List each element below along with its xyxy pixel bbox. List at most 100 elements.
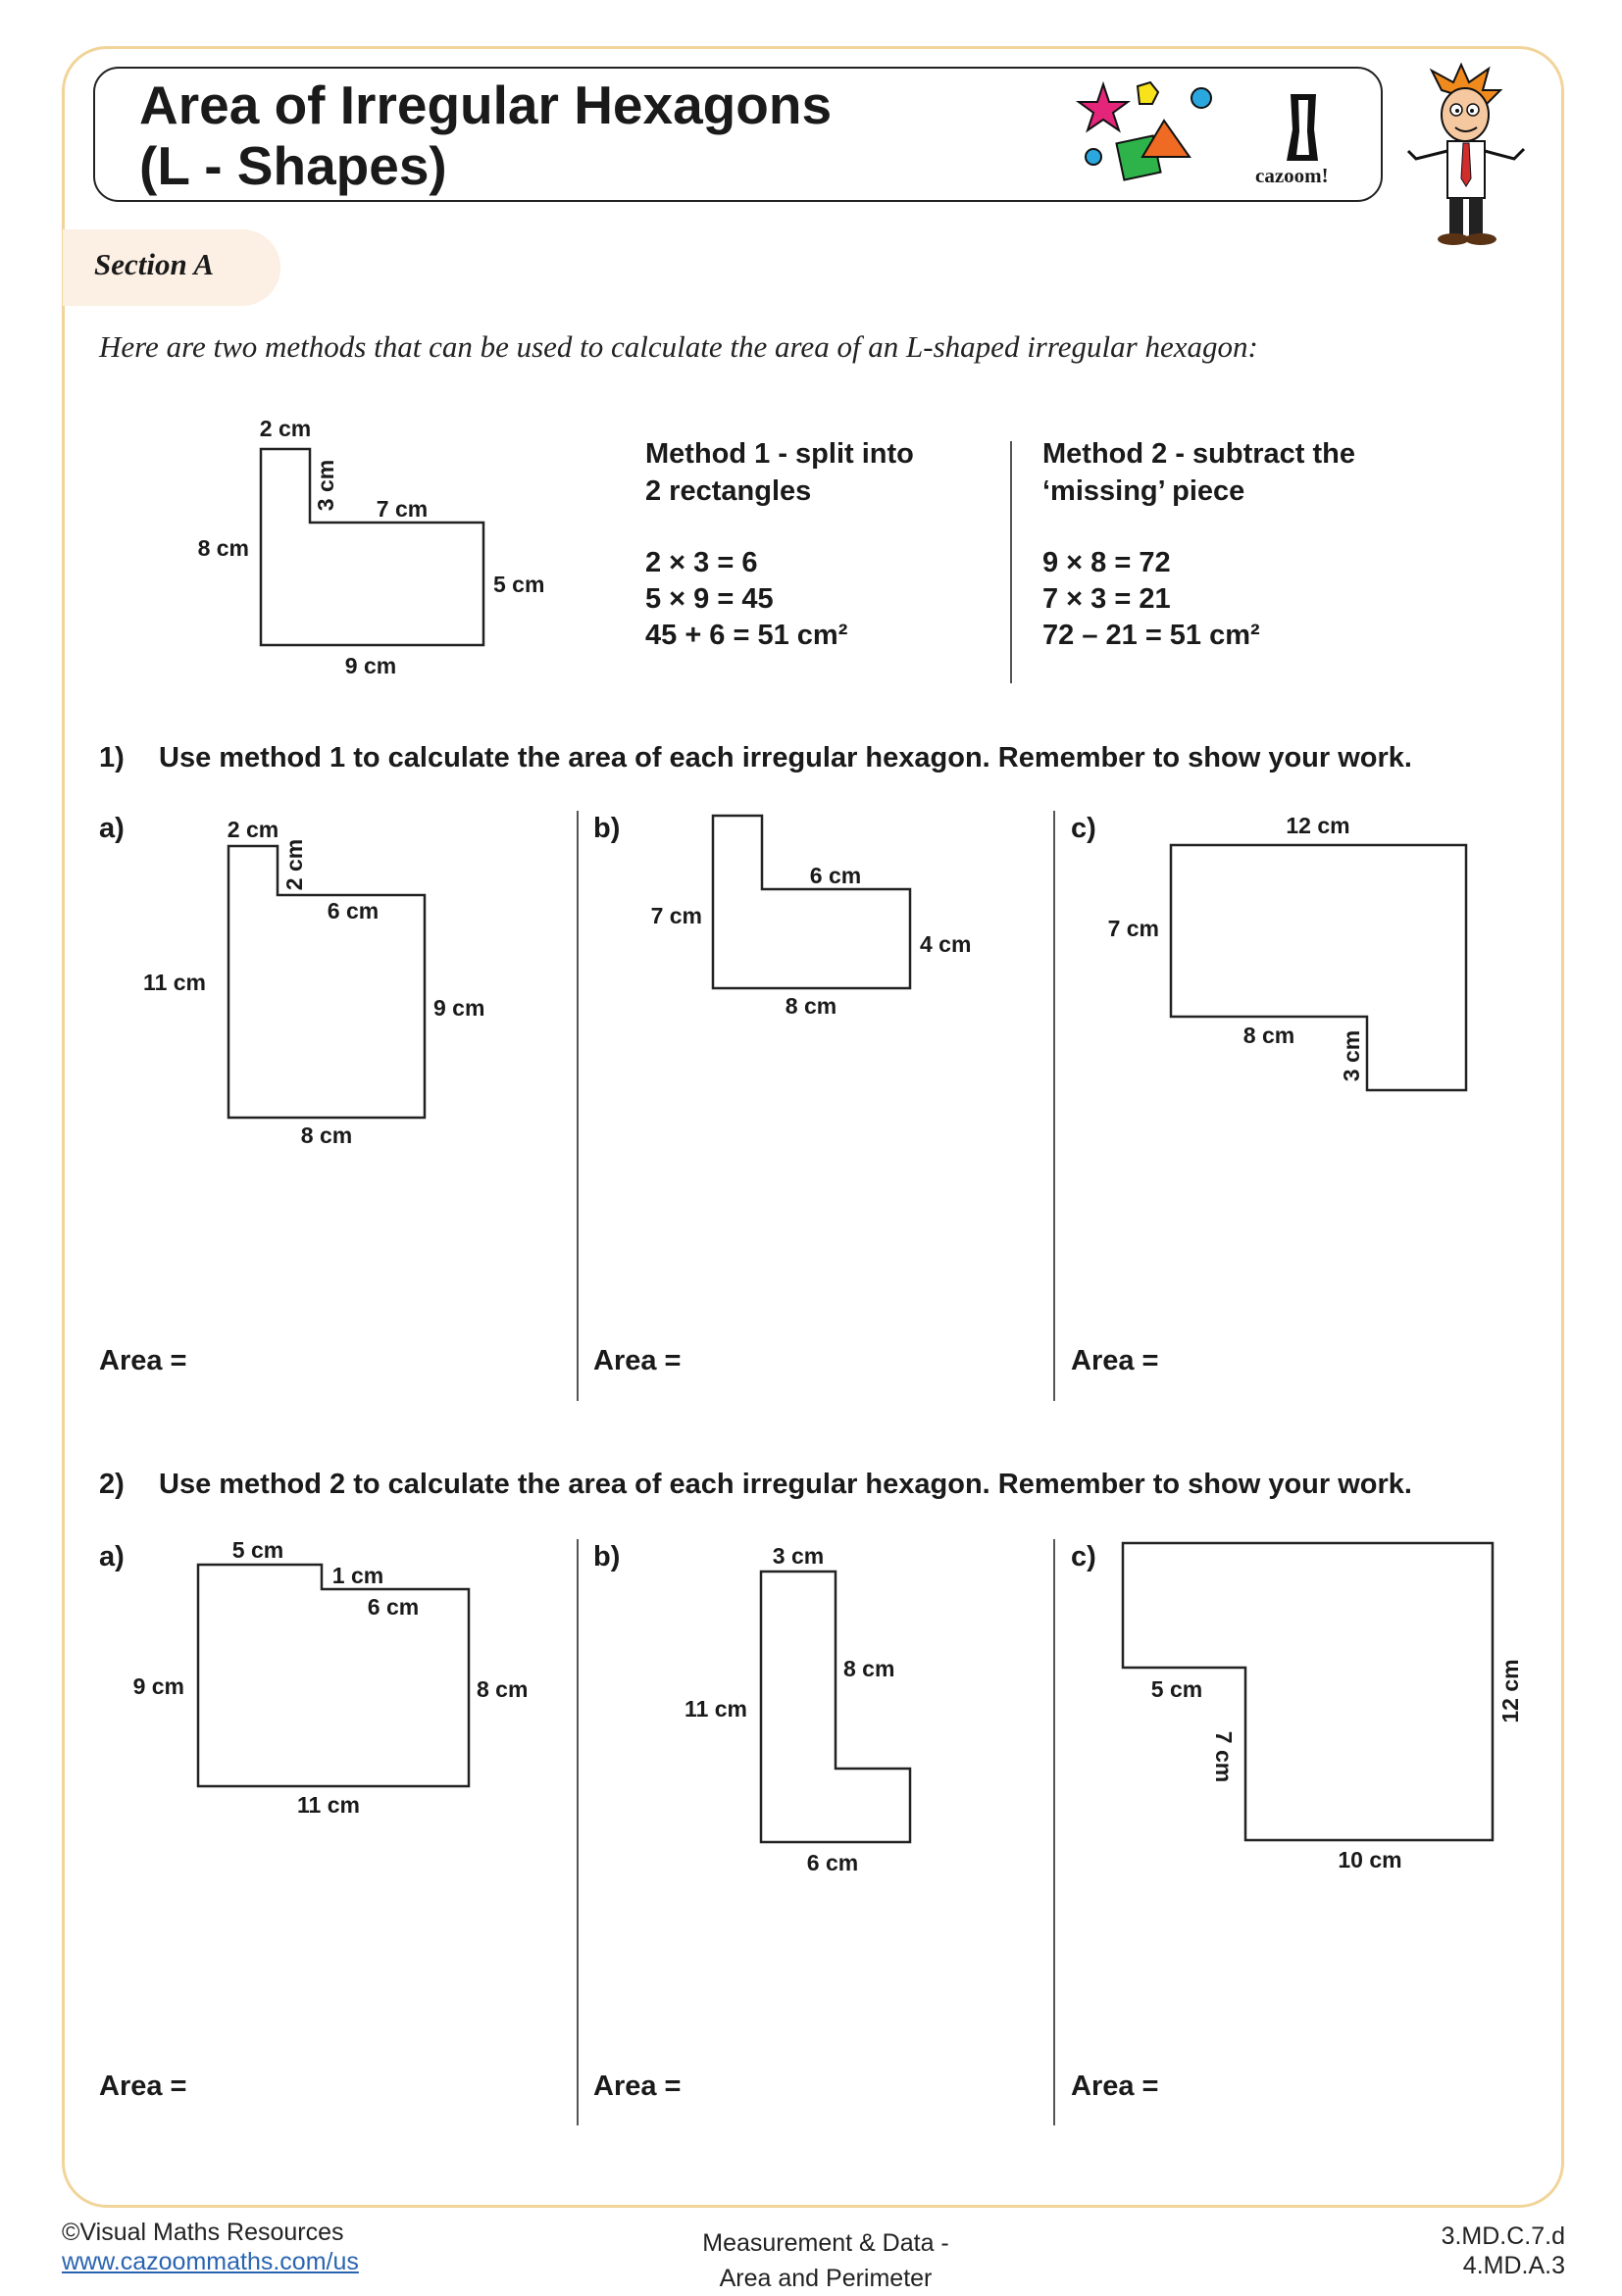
cazoom-logo: cazoom! (1255, 94, 1329, 187)
footer-topic-1: Measurement & Data - (702, 2229, 949, 2257)
method-2-title-2: ‘missing’ piece (1042, 475, 1245, 507)
q2a-right-label: 8 cm (477, 1676, 528, 1702)
q2b-l-shape (759, 1570, 912, 1844)
q1c-area: Area = (1071, 1345, 1159, 1376)
q1-divider-1 (577, 811, 579, 1401)
title-line-1: Area of Irregular Hexagons (139, 75, 833, 135)
title-line-2: (L - Shapes) (139, 135, 447, 196)
page-title: Area of Irregular Hexagons (L - Shapes) (139, 75, 832, 196)
q2c-inner-label: 5 cm (1151, 1676, 1202, 1702)
q1b-inner-label: 6 cm (810, 863, 861, 888)
q1a-inner-label: 6 cm (328, 898, 379, 923)
method-1-line-2: 5 × 9 = 45 (645, 583, 774, 615)
q2a-l-shape (196, 1563, 471, 1788)
q2a-shape: 5 cm 1 cm 6 cm 9 cm 8 cm 11 cm (133, 1537, 529, 1818)
footer-standard-1: 3.MD.C.7.d (1441, 2222, 1565, 2250)
q1a-label: a) (99, 813, 125, 844)
intro-text: Here are two methods that can be used to… (99, 329, 1258, 364)
footer-center: Measurement & Data - Area and Perimeter (615, 2225, 1037, 2296)
q1b-label: b) (593, 813, 621, 844)
method-2-line-2: 7 × 3 = 21 (1042, 583, 1171, 615)
q1b-left-label: 7 cm (651, 903, 702, 928)
q1b-bottom-label: 8 cm (786, 993, 836, 1019)
example-left-label: 8 cm (198, 535, 249, 561)
example-notch-label: 3 cm (313, 460, 338, 511)
q2c-bottom-label: 10 cm (1338, 1847, 1401, 1872)
footer-link[interactable]: www.cazoommaths.com/us (62, 2248, 359, 2275)
q2a-left-label: 9 cm (133, 1673, 184, 1699)
q2c-area: Area = (1071, 2071, 1159, 2102)
method-1-line-1: 2 × 3 = 6 (645, 547, 758, 578)
q2c-notch-label: 7 cm (1211, 1731, 1237, 1782)
footer-copyright: ©Visual Maths Resources (62, 2219, 344, 2246)
q1c-inner-label: 8 cm (1243, 1023, 1294, 1048)
q1a-top-label: 2 cm (228, 817, 279, 842)
q2b-left-label: 11 cm (684, 1696, 747, 1722)
section-tab (63, 229, 280, 306)
q2a-bottom-label: 11 cm (297, 1792, 360, 1818)
footer-standard-2: 4.MD.A.3 (1462, 2252, 1565, 2279)
q1a-notch-label: 2 cm (281, 839, 307, 890)
q2c-label: c) (1071, 1541, 1096, 1572)
cartoon-mascot (1406, 62, 1526, 245)
q2-divider-2 (1053, 1539, 1055, 2125)
q1a-right-label: 9 cm (433, 995, 484, 1021)
q1-text: Use method 1 to calculate the area of ea… (159, 742, 1412, 774)
footer-left: ©Visual Maths Resources www.cazoommaths.… (62, 2218, 359, 2276)
q1b-shape: 6 cm 7 cm 4 cm 8 cm (651, 814, 971, 1019)
q1a-area: Area = (99, 1345, 187, 1376)
footer-topic-2: Area and Perimeter (719, 2265, 933, 2292)
section-label: Section A (94, 247, 215, 281)
q2c-right-label: 12 cm (1497, 1659, 1523, 1722)
q2c-shape: 5 cm 7 cm 10 cm 12 cm (1121, 1541, 1523, 1872)
q1c-top-label: 12 cm (1286, 813, 1349, 838)
example-right-label: 5 cm (493, 572, 544, 597)
example-top-label: 2 cm (260, 416, 311, 441)
q1-divider-2 (1053, 811, 1055, 1401)
q1a-left-label: 11 cm (143, 970, 206, 995)
method-1: Method 1 - split into 2 rectangles 2 × 3… (645, 435, 914, 654)
q1b-l-shape (711, 814, 912, 990)
q2-number: 2) (99, 1469, 125, 1500)
shapes-icon (1075, 80, 1212, 181)
q1a-shape: 2 cm 2 cm 6 cm 11 cm 9 cm 8 cm (143, 817, 484, 1148)
method-divider (1010, 441, 1012, 683)
page-border (62, 46, 1564, 2208)
q2a-area: Area = (99, 2071, 187, 2102)
q1c-label: c) (1071, 813, 1096, 844)
q2b-label: b) (593, 1541, 621, 1572)
example-bottom-label: 9 cm (345, 653, 396, 678)
method-1-title-2: 2 rectangles (645, 475, 812, 507)
method-2-title-1: Method 2 - subtract the (1042, 438, 1356, 470)
q2c-l-shape (1121, 1541, 1495, 1842)
q2-text: Use method 2 to calculate the area of ea… (159, 1469, 1412, 1500)
q1a-l-shape (227, 844, 427, 1120)
method-2-line-3: 72 – 21 = 51 cm² (1042, 620, 1260, 651)
method-1-title-1: Method 1 - split into (645, 438, 914, 470)
q2a-top-label: 5 cm (232, 1537, 283, 1563)
example-l-shape (259, 447, 485, 647)
method-2-line-1: 9 × 8 = 72 (1042, 547, 1171, 578)
q1b-right-label: 4 cm (920, 931, 971, 957)
example-inner-label: 7 cm (377, 496, 428, 522)
method-2: Method 2 - subtract the ‘missing’ piece … (1042, 435, 1355, 654)
q2b-area: Area = (593, 2071, 682, 2102)
q1c-notch-label: 3 cm (1339, 1030, 1364, 1081)
q2a-step-label: 1 cm (332, 1563, 383, 1588)
example-shape: 2 cm 3 cm 7 cm 8 cm 5 cm 9 cm (198, 416, 545, 678)
q1a-bottom-label: 8 cm (301, 1123, 352, 1148)
q2a-inner-label: 6 cm (368, 1594, 419, 1620)
q1-number: 1) (99, 742, 125, 774)
q2b-bottom-label: 6 cm (807, 1850, 858, 1875)
q2-divider-1 (577, 1539, 579, 2125)
q1c-left-label: 7 cm (1108, 916, 1159, 941)
method-1-line-3: 45 + 6 = 51 cm² (645, 620, 848, 651)
q2a-label: a) (99, 1541, 125, 1572)
q2b-shape: 3 cm 8 cm 11 cm 6 cm (684, 1543, 912, 1875)
footer-right: 3.MD.C.7.d 4.MD.A.3 (1442, 2221, 1565, 2280)
q2b-inner-label: 8 cm (843, 1656, 894, 1681)
logo-text: cazoom! (1255, 164, 1329, 187)
q2b-top-label: 3 cm (773, 1543, 824, 1569)
q1c-l-shape (1169, 843, 1468, 1092)
q1c-shape: 12 cm 7 cm 8 cm 3 cm (1108, 813, 1468, 1092)
